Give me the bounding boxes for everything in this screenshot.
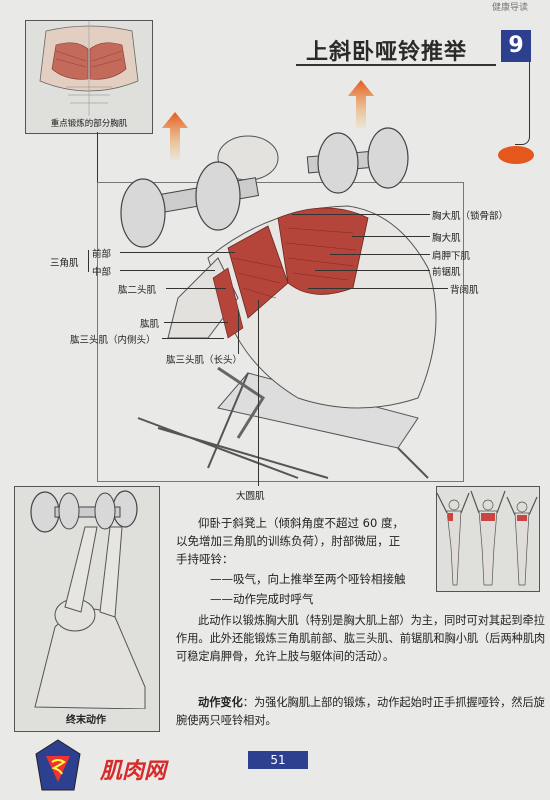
instruction-step-2: ——动作完成时呼气 xyxy=(210,592,314,606)
up-arrow-icon xyxy=(348,80,374,128)
label-pec-clavicular: 胸大肌（锁骨部） xyxy=(432,211,509,222)
incline-press-illustration xyxy=(120,127,437,479)
chapter-number-badge: 9 xyxy=(501,30,531,62)
instruction-line-2: 以免增加三角肌的训练负荷），肘部微屈，正 xyxy=(176,534,401,548)
leader-line xyxy=(315,270,430,271)
decorative-bracket xyxy=(515,62,530,145)
leader-line xyxy=(162,338,224,339)
running-head: 健康导读 xyxy=(491,3,528,13)
leader-line xyxy=(308,288,448,289)
label-serratus: 前锯肌 xyxy=(432,267,461,278)
label-triceps-medial: 肱三头肌（内侧头） xyxy=(70,335,156,346)
superhero-logo-icon xyxy=(35,739,81,791)
label-biceps: 肱二头肌 xyxy=(118,285,157,296)
label-deltoid-middle: 中部 xyxy=(92,267,112,278)
instruction-line-3: 手持哑铃： xyxy=(176,552,234,566)
label-triceps-long: 肱三头肌（长头） xyxy=(166,355,243,366)
leader-line xyxy=(352,236,430,237)
chest-muscle-illustration xyxy=(39,21,139,116)
label-scapula: 肩胛下肌 xyxy=(432,251,471,262)
label-brachialis: 肱肌 xyxy=(140,319,160,330)
leader-line xyxy=(120,270,215,271)
page-title: 上斜卧哑铃推举 xyxy=(306,40,468,65)
description-paragraph: 此动作以锻炼胸大肌（特别是胸大肌上部）为主，同时可对其起到牵拉作用。此外还能锻炼… xyxy=(176,614,546,663)
anatomy-mini-figures xyxy=(436,486,540,592)
leader-line xyxy=(238,310,239,354)
deltoid-bracket xyxy=(88,250,89,272)
chest-thumbnail-box xyxy=(25,20,153,134)
up-arrow-icon xyxy=(162,112,188,160)
label-deltoid: 三角肌 xyxy=(50,258,79,269)
variation-label: 动作变化 xyxy=(198,696,243,709)
variation-text: ：为强化胸肌上部的锻炼，动作起始时正手抓握哑铃，然后旋腕使两只哑铃相对。 xyxy=(176,696,545,727)
leader-line xyxy=(292,214,430,215)
muscle-figures-illustration xyxy=(436,490,538,586)
label-pec-major: 胸大肌 xyxy=(432,233,461,244)
main-illustration-frame xyxy=(97,182,464,482)
label-deltoid-front: 前部 xyxy=(92,249,112,260)
instruction-step-1: ——吸气，向上推举至两个哑铃相接触 xyxy=(210,572,406,586)
end-position-box xyxy=(14,486,160,732)
leader-line xyxy=(330,254,430,255)
label-lat: 背阔肌 xyxy=(450,285,479,296)
watermark-text: 肌肉网 xyxy=(100,758,167,784)
leader-line xyxy=(258,300,259,486)
end-position-illustration xyxy=(30,490,146,710)
label-teres-major: 大圆肌 xyxy=(236,491,265,502)
decorative-red-oval xyxy=(498,146,534,164)
leader-line xyxy=(164,322,228,323)
end-position-caption: 终末动作 xyxy=(66,715,106,726)
variation-paragraph: 动作变化：为强化胸肌上部的锻炼，动作起始时正手抓握哑铃，然后旋腕使两只哑铃相对。 xyxy=(176,694,546,730)
page-number: 51 xyxy=(248,751,308,769)
instruction-line-1: 仰卧于斜凳上（倾斜角度不超过 60 度， xyxy=(198,516,404,530)
thumbnail-caption: 重点锻炼的部分胸肌 xyxy=(50,119,128,129)
leader-line xyxy=(166,288,226,289)
title-underline xyxy=(296,64,496,66)
thumbnail-connector xyxy=(97,132,98,182)
leader-line xyxy=(120,252,235,253)
